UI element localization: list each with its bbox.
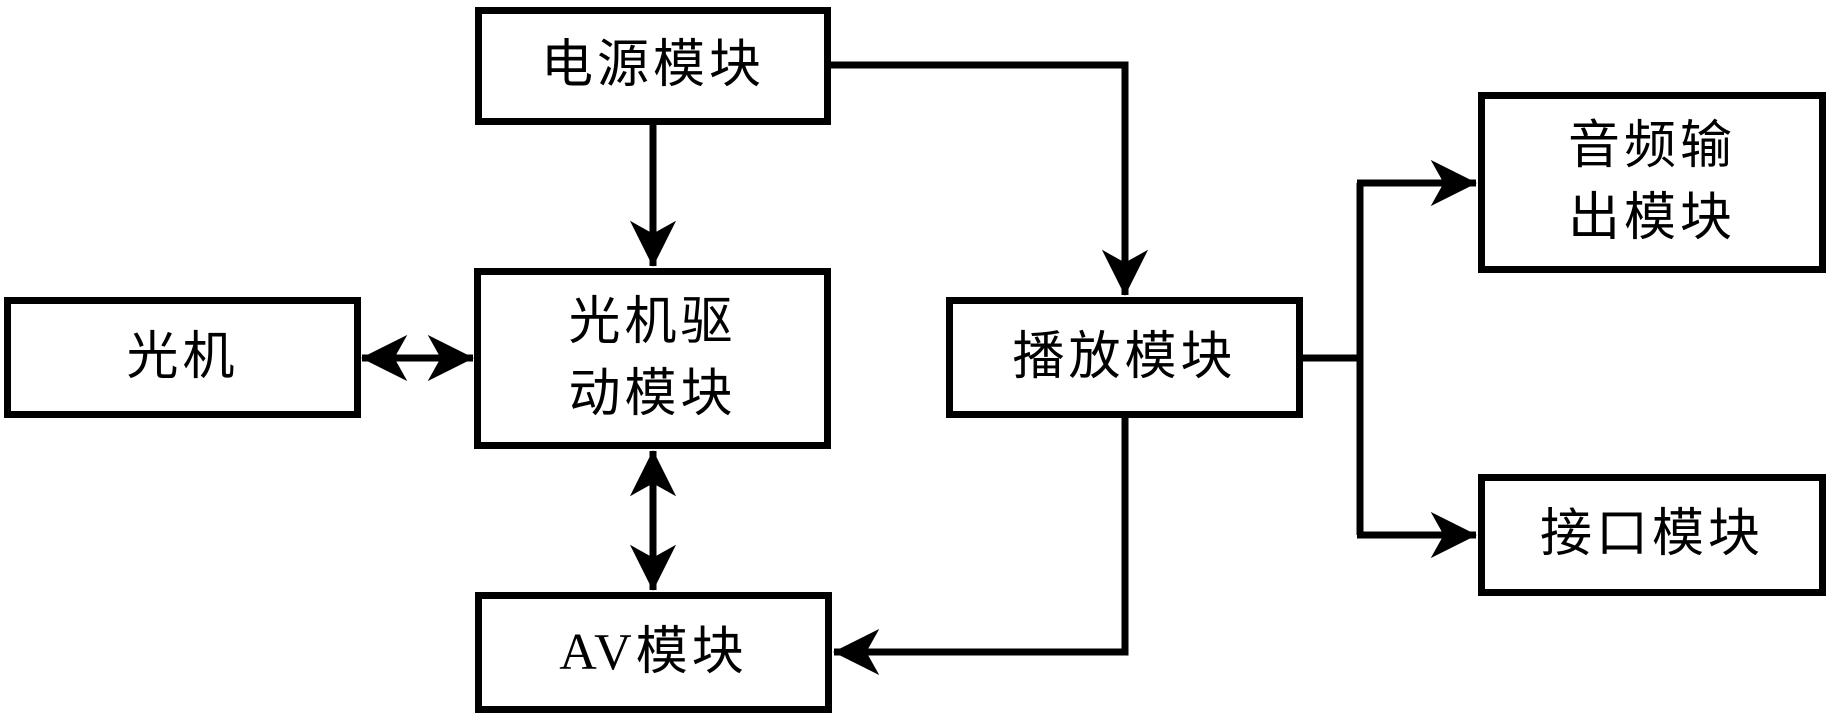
node-audio-output-module-label-line2: 出模块	[1567, 189, 1736, 247]
node-power-module: 电源模块	[475, 7, 831, 125]
node-av-module: AV模块	[475, 592, 832, 713]
node-power-module-label: 电源模块	[540, 37, 765, 95]
node-audio-output-module-label-line1: 音频输	[1567, 117, 1736, 175]
node-playback-module: 播放模块	[946, 297, 1303, 418]
node-optical-engine-drive-module-label-line2: 动模块	[568, 365, 737, 423]
node-optical-engine: 光机	[4, 297, 361, 418]
node-interface-module-label: 接口模块	[1539, 506, 1764, 564]
node-audio-output-module: 音频输 出模块	[1478, 92, 1826, 273]
connector-playback-to-av	[833, 417, 1129, 676]
node-optical-engine-drive-module: 光机驱 动模块	[474, 268, 831, 449]
node-optical-engine-drive-module-label-line1: 光机驱	[568, 293, 737, 351]
node-interface-module: 接口模块	[1478, 474, 1826, 596]
node-optical-engine-label: 光机	[126, 328, 239, 386]
node-av-module-label: AV模块	[559, 623, 748, 681]
connector-power-to-playback	[828, 61, 1149, 296]
node-playback-module-label: 播放模块	[1012, 328, 1237, 386]
